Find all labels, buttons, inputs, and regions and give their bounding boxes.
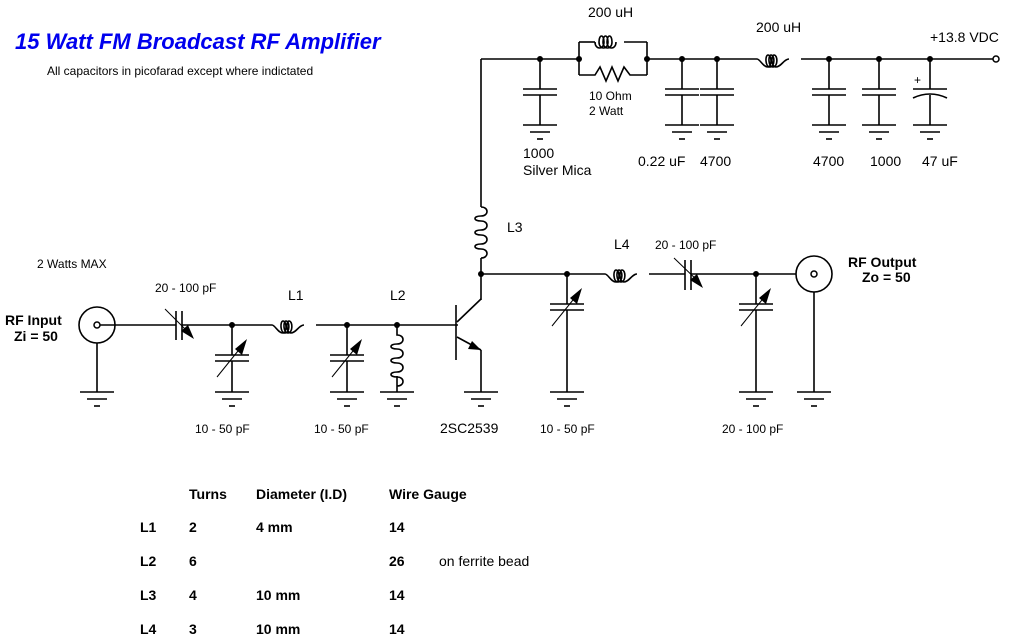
cap-1000-b-label: 1000 — [870, 153, 901, 169]
supply-terminal — [992, 55, 1000, 63]
table-cell: 14 — [389, 587, 405, 603]
l4-label: L4 — [614, 236, 630, 252]
supply-rail — [480, 58, 993, 207]
transistor-label: 2SC2539 — [440, 420, 499, 436]
table-row: L3 4 10 mm 14 — [140, 587, 405, 603]
choke-200uh-1 — [578, 35, 648, 84]
shunt-trimmers — [214, 274, 774, 407]
table-header: Wire Gauge — [389, 486, 467, 502]
cap-47uf-electrolytic — [912, 56, 948, 140]
output-series-trimmer — [673, 257, 796, 290]
cap-4700-b-label: 4700 — [813, 153, 844, 169]
choke-200uh-2 — [756, 54, 790, 68]
table-cell: L2 — [140, 553, 157, 569]
table-cell: 26 — [389, 553, 405, 569]
l3-label: L3 — [507, 219, 523, 235]
cap-0.22uf — [664, 56, 700, 140]
table-cell: on ferrite bead — [439, 553, 529, 569]
table-cell: 2 — [189, 519, 197, 535]
output-shunt-cap1-label: 10 - 50 pF — [540, 422, 595, 436]
output-shunt-cap2-label: 20 - 100 pF — [722, 422, 783, 436]
cap-0.22uf-label: 0.22 uF — [638, 153, 685, 169]
output-series-cap-label: 20 - 100 pF — [655, 238, 716, 252]
resistor-value-label: 10 Ohm — [589, 89, 632, 103]
table-header: Diameter (I.D) — [256, 486, 347, 502]
l1-label: L1 — [288, 287, 304, 303]
polarity-plus-mark: + — [914, 73, 921, 87]
input-series-trimmer — [164, 308, 232, 340]
input-shunt-cap1-label: 10 - 50 pF — [195, 422, 250, 436]
cap-4700-b — [811, 56, 847, 140]
cap-1000-b — [861, 56, 897, 140]
cap-1000-silver-mica — [522, 56, 558, 140]
input-shunt-trimmer-2 — [329, 325, 365, 407]
cap-4700-a — [699, 56, 735, 140]
input-impedance-label: Zi = 50 — [14, 328, 58, 344]
table-cell: L1 — [140, 519, 157, 535]
resistor-power-label: 2 Watt — [589, 104, 624, 118]
cap-47uf-label: 47 uF — [922, 153, 958, 169]
table-cell: 4 — [189, 587, 197, 603]
table-row: L2 6 26 on ferrite bead — [140, 553, 529, 569]
table-cell: 6 — [189, 553, 197, 569]
cap-1000-type: Silver Mica — [523, 162, 592, 178]
table-cell: 4 mm — [256, 519, 293, 535]
inductor-l1 — [271, 320, 305, 334]
table-cell: 10 mm — [256, 621, 300, 637]
input-shunt-cap2-label: 10 - 50 pF — [314, 422, 369, 436]
cap-4700-a-label: 4700 — [700, 153, 731, 169]
table-header: Turns — [189, 486, 227, 502]
rf-output-label: RF Output — [848, 254, 917, 270]
table-cell: 10 mm — [256, 587, 300, 603]
table-cell: 14 — [389, 621, 405, 637]
bypass-capacitors — [522, 56, 948, 140]
capacitor-units-note: All capacitors in picofarad except where… — [47, 64, 313, 78]
transistor-2sc2539 — [455, 298, 482, 392]
table-cell: 3 — [189, 621, 197, 637]
input-power-note: 2 Watts MAX — [37, 257, 107, 271]
inductor-l4 — [604, 269, 638, 283]
table-row: L1 2 4 mm 14 — [140, 519, 405, 535]
input-shunt-trimmer-1 — [214, 325, 250, 407]
table-row: L4 3 10 mm 14 — [140, 621, 405, 637]
diagram-title: 15 Watt FM Broadcast RF Amplifier — [15, 29, 382, 54]
choke1-label: 200 uH — [588, 4, 633, 20]
table-cell: 14 — [389, 519, 405, 535]
cap-1000-value: 1000 — [523, 145, 554, 161]
supply-voltage-label: +13.8 VDC — [930, 29, 999, 45]
rf-input-label: RF Input — [5, 312, 62, 328]
resistor-10-ohm — [579, 64, 647, 84]
rf-output-connector[interactable] — [795, 255, 833, 293]
inductor-l2 — [390, 325, 404, 392]
table-cell: L4 — [140, 621, 157, 637]
output-shunt-trimmer-1 — [549, 274, 585, 407]
table-cell: L3 — [140, 587, 157, 603]
output-impedance-label: Zo = 50 — [862, 269, 911, 285]
choke2-label: 200 uH — [756, 19, 801, 35]
input-series-cap-label: 20 - 100 pF — [155, 281, 216, 295]
output-shunt-trimmer-2 — [738, 274, 774, 407]
inductor-l3 — [474, 206, 488, 300]
l2-label: L2 — [390, 287, 406, 303]
